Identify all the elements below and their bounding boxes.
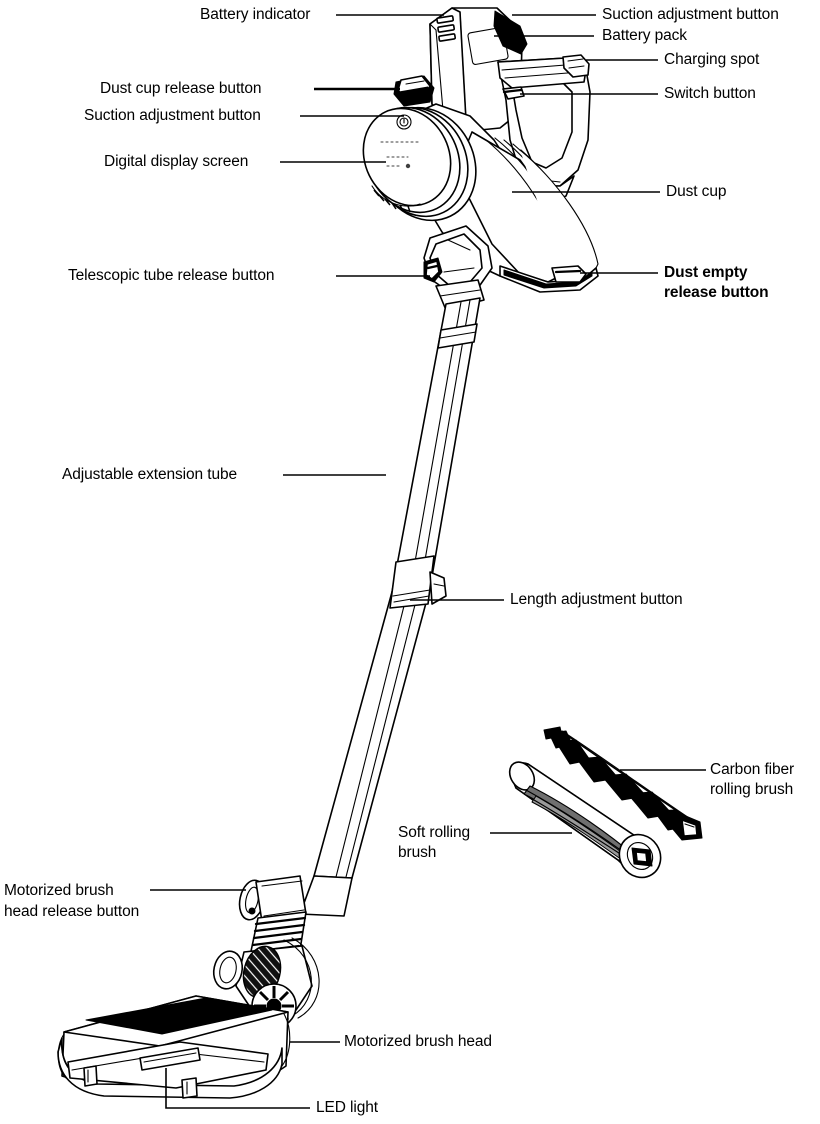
callout-telescopic-tube-release-button: Telescopic tube release button [68, 267, 275, 284]
digital-display-screen-part [362, 106, 477, 222]
callout-suction-adjustment-button-left: Suction adjustment button [84, 107, 261, 124]
callout-dust-empty-release-button: Dust empty release button [664, 264, 769, 301]
length-adjustment-collar [389, 555, 447, 609]
dust-empty-release-button-part [551, 265, 587, 283]
callout-motorized-brush-head: Motorized brush head [344, 1033, 492, 1050]
callout-battery-pack: Battery pack [602, 27, 687, 44]
callout-battery-indicator: Battery indicator [200, 6, 311, 23]
carbon-fiber-rolling-brush-part [543, 726, 703, 841]
callout-soft-rolling-brush: Soft rolling brush [398, 824, 471, 861]
callout-digital-display-screen: Digital display screen [104, 153, 249, 170]
carbon-brush-end-hub [671, 811, 703, 841]
soft-rolling-brush-part [508, 761, 662, 879]
motorized-brush-head-part [57, 995, 291, 1099]
callout-adjustable-extension-tube: Adjustable extension tube [62, 466, 238, 483]
callout-suction-adjustment-button-top: Suction adjustment button [602, 6, 779, 23]
callout-dust-cup: Dust cup [666, 183, 727, 200]
callout-length-adjustment-button: Length adjustment button [510, 591, 683, 608]
soft-brush-end-cap [618, 833, 662, 879]
battery-indicator-leds [436, 15, 456, 42]
led-light-part [139, 1047, 201, 1071]
display-readout [380, 141, 420, 169]
callout-charging-spot: Charging spot [664, 51, 760, 68]
length-adjustment-button-part [429, 571, 447, 605]
callout-motorized-brush-head-release-button: Motorized brush head release button [4, 882, 140, 920]
charging-spot-part [562, 54, 590, 78]
tube-connector [423, 225, 493, 311]
callout-switch-button: Switch button [664, 85, 756, 102]
dust-cup-release-button-part [393, 75, 435, 107]
callout-led-light: LED light [316, 1099, 378, 1116]
callout-dust-cup-release-button: Dust cup release button [100, 80, 262, 97]
battery-pack-body [429, 7, 528, 132]
suction-adjustment-button-part [493, 10, 528, 55]
callout-carbon-fiber-rolling-brush: Carbon fiber rolling brush [710, 761, 795, 798]
switch-button-part [502, 86, 525, 100]
adjustable-extension-tube-part [313, 297, 481, 879]
display-power-icon [396, 114, 412, 130]
